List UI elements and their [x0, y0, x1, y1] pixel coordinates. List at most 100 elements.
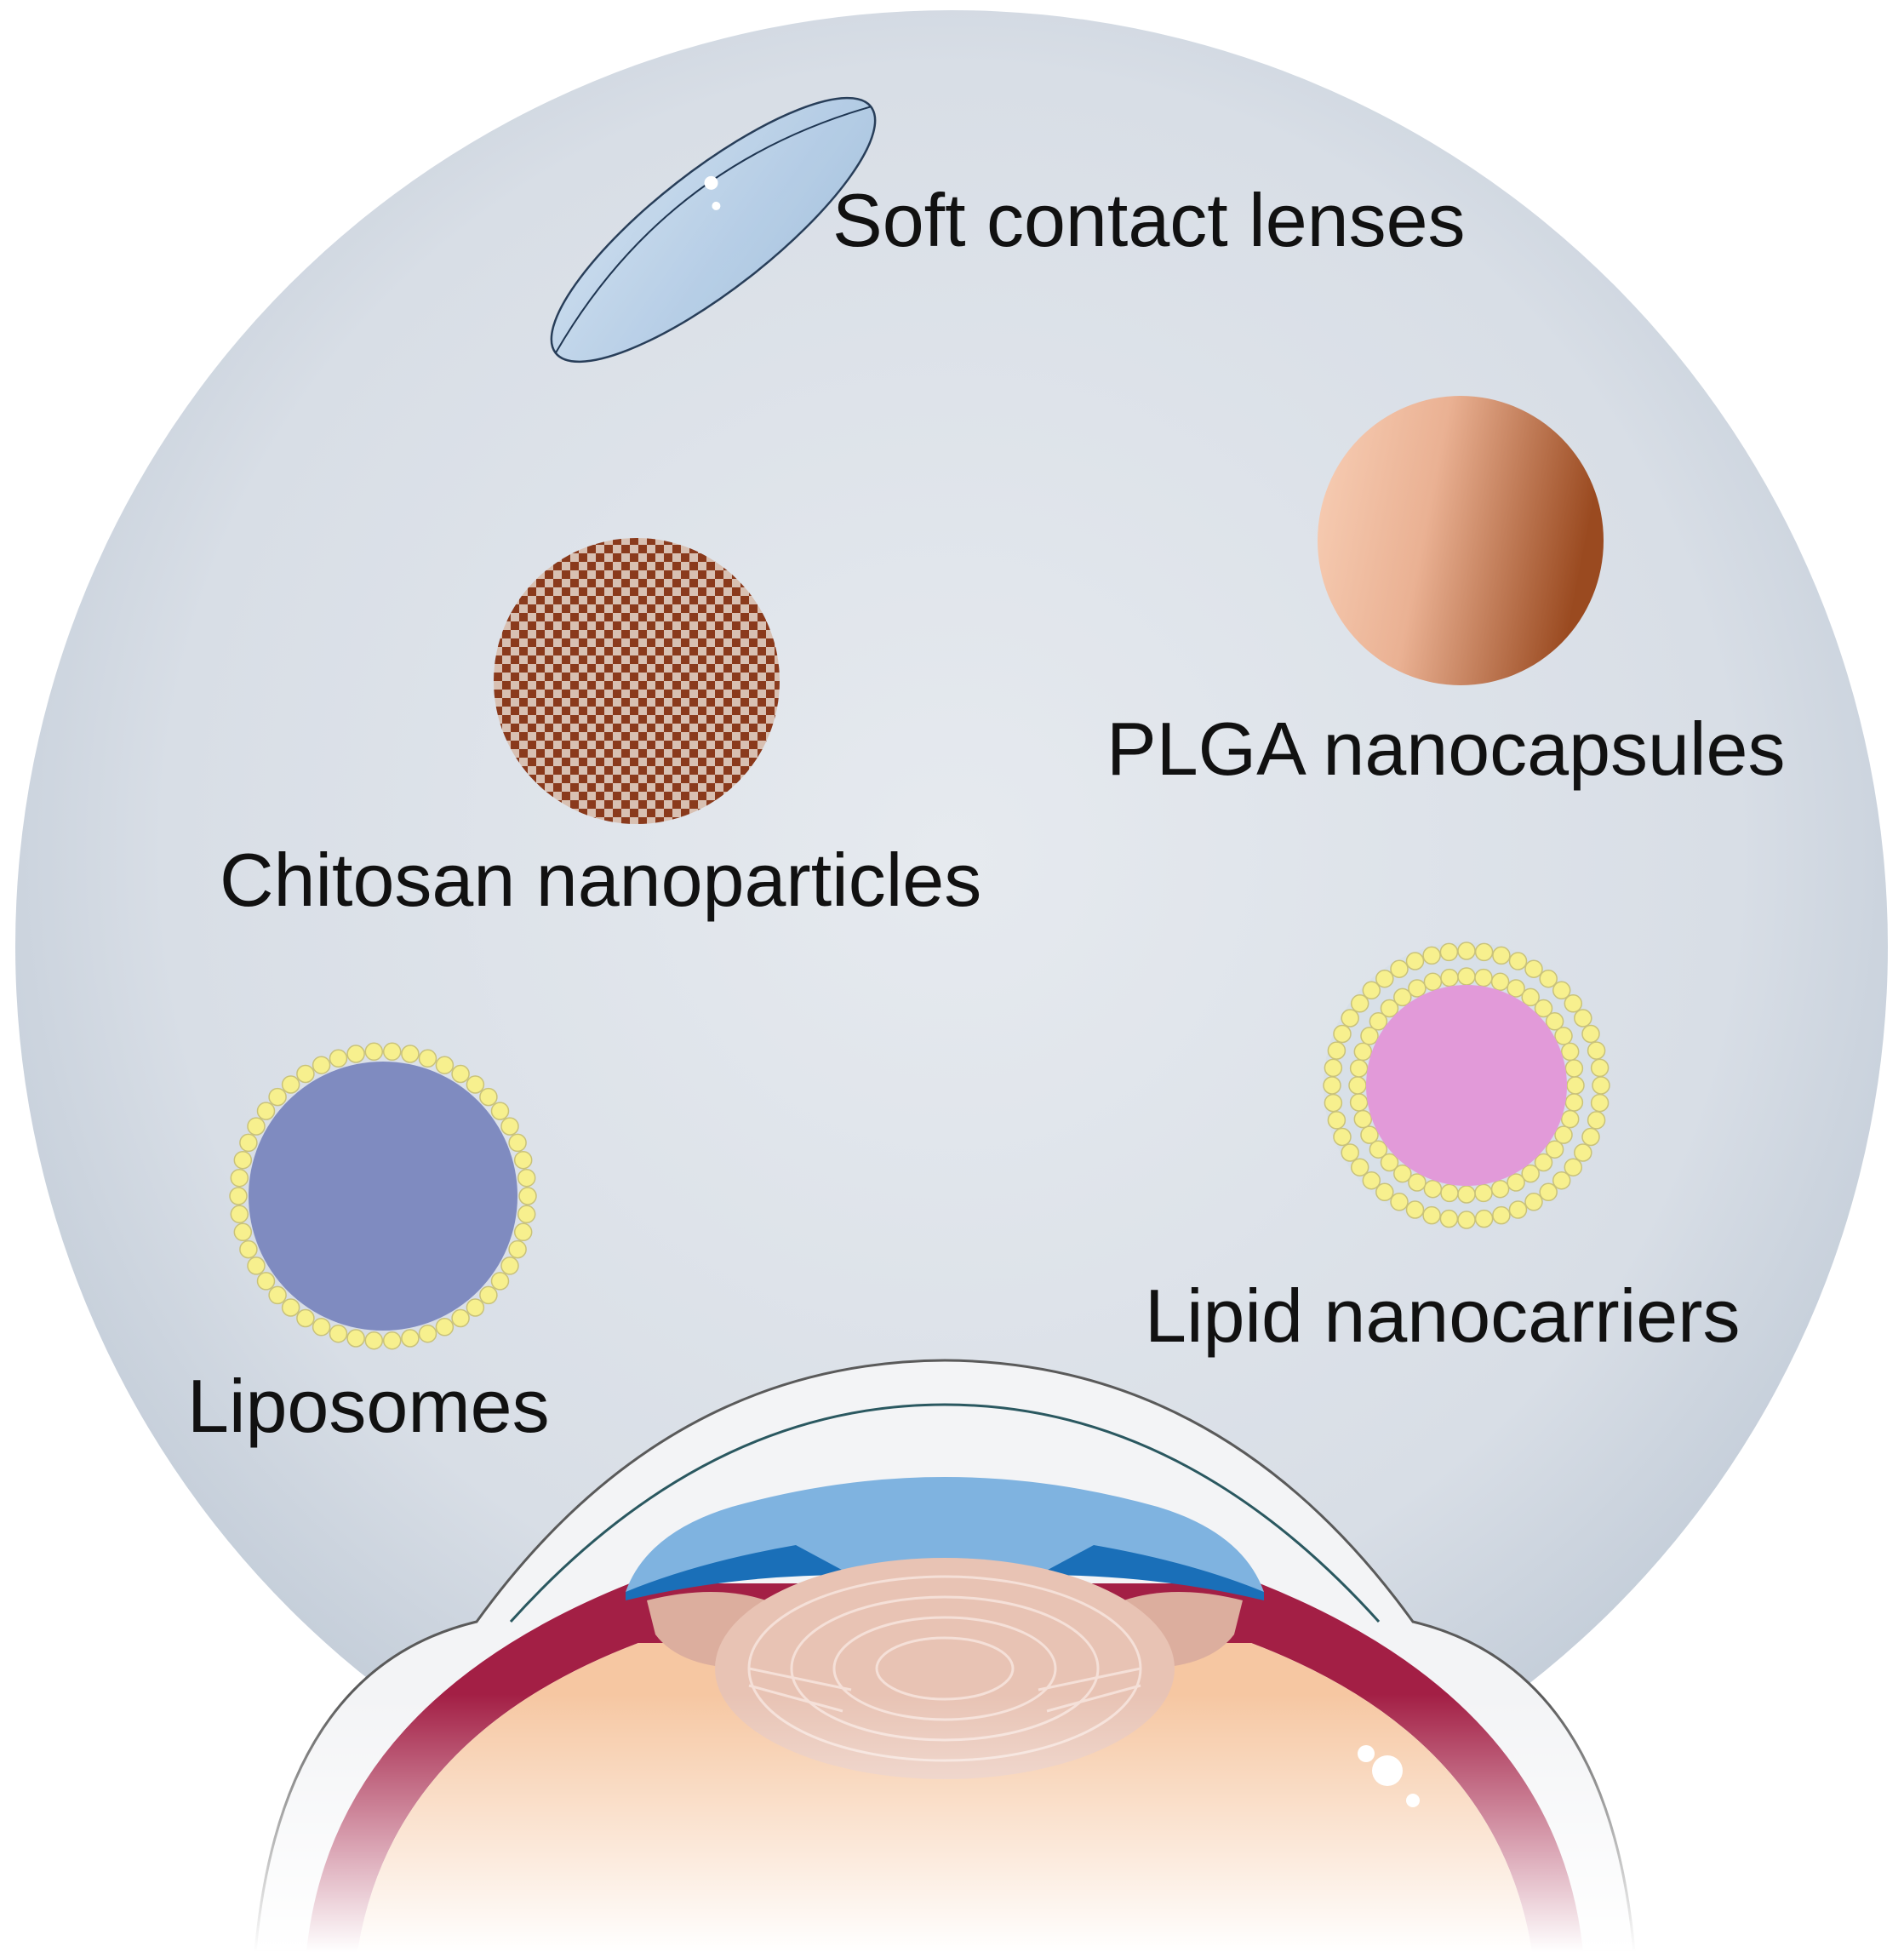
- lipid-head-icon: [1587, 1111, 1606, 1130]
- lipid-head-icon: [1457, 1185, 1476, 1204]
- label-lipid-nanocarriers: Lipid nanocarriers: [1145, 1274, 1741, 1358]
- lipid-head-icon: [312, 1318, 331, 1337]
- contact-lens-icon: [550, 96, 877, 363]
- label-chitosan-nanoparticles: Chitosan nanoparticles: [220, 838, 982, 922]
- lipid-head-icon: [239, 1133, 258, 1153]
- lipid-head-icon: [1574, 1009, 1592, 1028]
- lipid-head-icon: [247, 1256, 266, 1275]
- lipid-head-icon: [1439, 1209, 1459, 1228]
- lipid-head-icon: [281, 1298, 300, 1317]
- lipid-head-icon: [1474, 1209, 1494, 1228]
- lipid-head-icon: [1539, 1182, 1558, 1202]
- lipid-head-icon: [233, 1150, 253, 1170]
- lipid-head-icon: [1353, 1042, 1373, 1062]
- lipid-head-icon: [1521, 1164, 1540, 1183]
- lipid-head-icon: [256, 1102, 276, 1120]
- lipid-head-icon: [451, 1064, 470, 1084]
- lipid-head-icon: [1508, 1200, 1528, 1219]
- lipid-head-icon: [1545, 1140, 1564, 1159]
- lipid-head-icon: [500, 1256, 519, 1275]
- lipid-head-icon: [1380, 1153, 1399, 1172]
- lipid-head-icon: [247, 1117, 266, 1136]
- lipid-head-icon: [1393, 987, 1412, 1007]
- lipid-head-icon: [1492, 1205, 1511, 1225]
- lipid-head-icon: [401, 1329, 420, 1348]
- lipid-head-icon: [513, 1222, 533, 1242]
- lipid-head-icon: [329, 1049, 348, 1068]
- lipid-head-icon: [490, 1102, 510, 1120]
- lipid-head-icon: [281, 1075, 300, 1094]
- lipid-head-icon: [1474, 1183, 1493, 1203]
- lipid-head-icon: [364, 1331, 384, 1350]
- lipid-head-icon: [1341, 1009, 1359, 1028]
- lipid-head-icon: [1590, 1093, 1610, 1113]
- lipid-head-icon: [518, 1187, 537, 1205]
- lipid-head-icon: [1324, 1093, 1343, 1113]
- lipid-head-icon: [268, 1087, 287, 1107]
- lipid-head-icon: [1592, 1076, 1610, 1095]
- lipid-head-icon: [418, 1324, 437, 1343]
- lipid-head-icon: [1457, 1211, 1476, 1229]
- lipid-head-icon: [1350, 994, 1369, 1013]
- lipid-head-icon: [1508, 952, 1528, 970]
- lipid-head-icon: [1360, 1027, 1379, 1045]
- lipid-head-icon: [1457, 967, 1476, 986]
- lipid-head-icon: [1566, 1076, 1585, 1095]
- lipid-head-icon: [268, 1285, 287, 1305]
- lipid-head-icon: [435, 1318, 455, 1337]
- lipid-head-icon: [1369, 1140, 1388, 1159]
- lipid-head-icon: [1554, 1027, 1573, 1045]
- plga-nanocapsule-icon: [1318, 396, 1604, 685]
- lipid-head-icon: [1333, 1024, 1352, 1044]
- lipid-nanocarrier-icon: [1323, 942, 1610, 1229]
- lipid-head-icon: [233, 1222, 253, 1242]
- lipid-head-icon: [1348, 1076, 1367, 1095]
- lipid-head-icon: [329, 1324, 348, 1343]
- lipid-head-icon: [1349, 1059, 1369, 1078]
- lipid-head-icon: [1492, 946, 1511, 965]
- lipid-head-icon: [466, 1075, 485, 1094]
- lipid-head-icon: [1440, 1183, 1459, 1203]
- lipid-head-icon: [364, 1042, 384, 1062]
- lipid-head-icon: [451, 1308, 470, 1328]
- lipid-head-icon: [1574, 1143, 1592, 1162]
- lipid-head-icon: [229, 1187, 248, 1205]
- lipid-head-icon: [1590, 1058, 1610, 1078]
- lipid-head-icon: [1360, 1125, 1379, 1144]
- lipid-head-icon: [1362, 981, 1381, 1000]
- lipid-head-icon: [1474, 942, 1494, 962]
- lipid-head-icon: [1560, 1109, 1580, 1129]
- lipid-head-icon: [1587, 1041, 1606, 1060]
- lipid-head-icon: [479, 1087, 498, 1107]
- lipid-head-icon: [1507, 1173, 1525, 1192]
- lipid-head-icon: [513, 1150, 533, 1170]
- lipid-head-icon: [312, 1056, 331, 1074]
- lipid-head-icon: [479, 1285, 498, 1305]
- lipid-head-icon: [1564, 1093, 1584, 1112]
- lipid-head-icon: [1552, 981, 1571, 1000]
- lipid-head-icon: [1405, 952, 1425, 970]
- lipid-head-icon: [239, 1239, 258, 1259]
- lipid-head-icon: [1524, 1193, 1543, 1211]
- lipid-head-icon: [1408, 1173, 1427, 1192]
- lipid-head-icon: [256, 1272, 276, 1291]
- lipid-head-icon: [1560, 1042, 1580, 1062]
- lipid-head-icon: [435, 1056, 455, 1074]
- lipid-head-icon: [1369, 1012, 1388, 1031]
- lipid-head-icon: [1564, 1059, 1584, 1078]
- label-soft-contact-lenses: Soft contact lenses: [832, 178, 1466, 262]
- lipid-head-icon: [1524, 959, 1543, 978]
- lipid-head-icon: [508, 1239, 527, 1259]
- lipid-head-icon: [1545, 1012, 1564, 1031]
- lipid-head-icon: [296, 1308, 315, 1328]
- lipid-head-icon: [1539, 969, 1558, 988]
- liposome-icon: [229, 1042, 537, 1350]
- lipid-head-icon: [500, 1117, 519, 1136]
- lipid-head-icon: [382, 1331, 402, 1350]
- lipid-head-icon: [1362, 1171, 1381, 1190]
- lipid-head-icon: [1554, 1125, 1573, 1144]
- lipid-head-icon: [1439, 942, 1459, 962]
- lipid-head-icon: [1390, 959, 1409, 978]
- lipid-head-icon: [517, 1168, 536, 1188]
- lipid-head-icon: [1423, 1179, 1443, 1199]
